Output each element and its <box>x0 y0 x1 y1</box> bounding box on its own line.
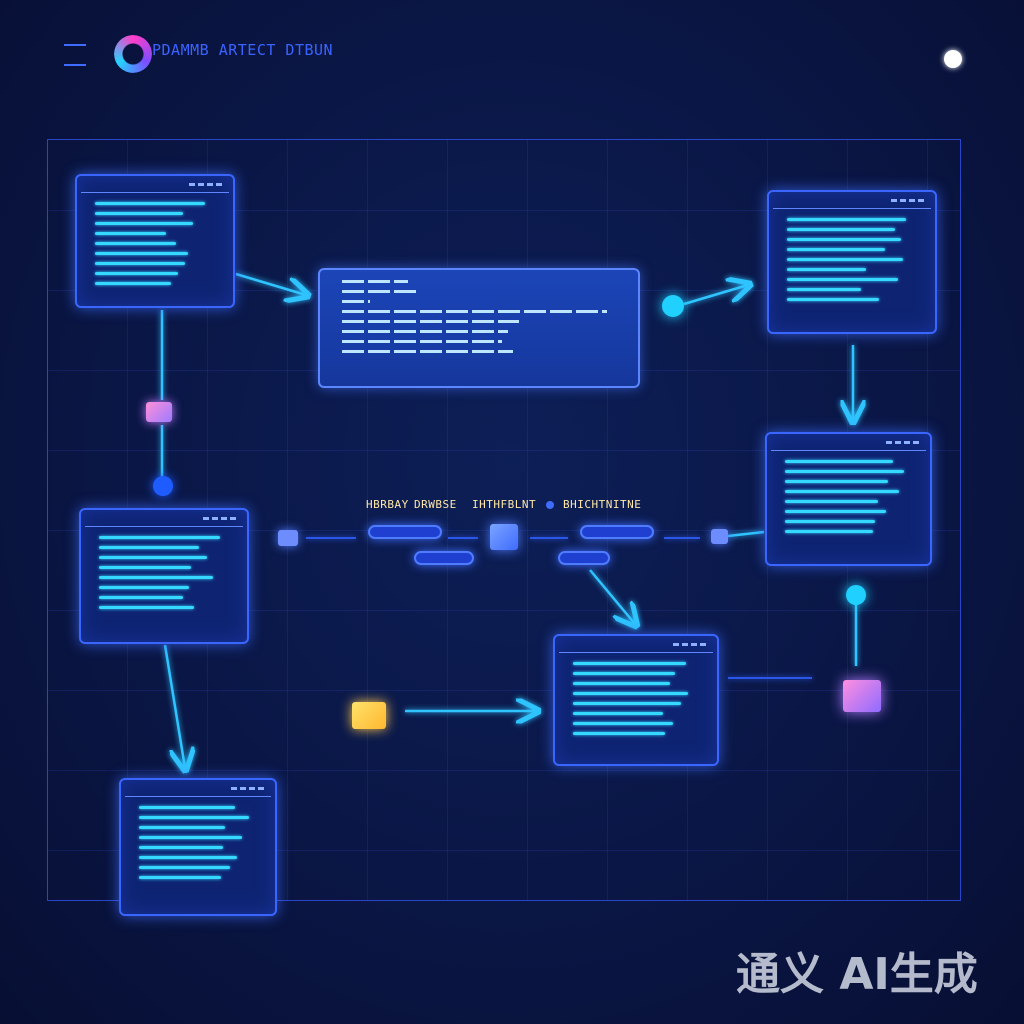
pipeline-label-4: BHICHTNITNE <box>563 498 642 511</box>
menu-icon[interactable] <box>64 44 88 68</box>
pipeline-label-1: HBRBAY <box>366 498 409 511</box>
status-dot <box>944 50 962 68</box>
pipeline-label-2: DRWBSE <box>414 498 457 511</box>
code-window-top-right[interactable] <box>767 190 937 334</box>
arrow-tl-to-center <box>235 272 306 295</box>
pink-node[interactable] <box>146 402 172 422</box>
blue-dot-node[interactable] <box>153 476 173 496</box>
watermark: 通义 AI生成 <box>736 949 978 1000</box>
code-window-bottom-left[interactable] <box>119 778 277 916</box>
purple-node[interactable] <box>843 680 881 712</box>
pipeline-label-3: IHTHFBLNT <box>472 498 537 511</box>
pipeline-node-left[interactable] <box>278 530 298 546</box>
link-mid-to-right <box>727 530 765 538</box>
pipeline-pill-3[interactable] <box>580 525 654 539</box>
pipeline-node-right[interactable] <box>711 529 728 544</box>
code-window-top-left[interactable] <box>75 174 235 308</box>
arrow-dot-to-tr <box>683 285 748 306</box>
cyan-dot-node[interactable] <box>662 295 684 317</box>
pipeline-pill-2[interactable] <box>414 551 474 565</box>
code-window-mid-left[interactable] <box>79 508 249 644</box>
central-code-panel[interactable] <box>318 268 640 388</box>
cyan-dot-node-right[interactable] <box>846 585 866 605</box>
pipeline-dot <box>546 501 554 509</box>
arrow-mid-to-bottom <box>589 569 635 624</box>
brand-title: PDAMMB ARTECT DTBUN <box>152 41 334 59</box>
pipeline-pill-4[interactable] <box>558 551 610 565</box>
code-window-mid-right[interactable] <box>765 432 932 566</box>
code-window-bottom-center[interactable] <box>553 634 719 766</box>
pipeline-node-center[interactable] <box>490 524 518 550</box>
logo-icon <box>114 35 152 73</box>
yellow-node[interactable] <box>352 702 386 729</box>
pipeline-pill-1[interactable] <box>368 525 442 539</box>
arrow-left-down <box>163 644 185 768</box>
